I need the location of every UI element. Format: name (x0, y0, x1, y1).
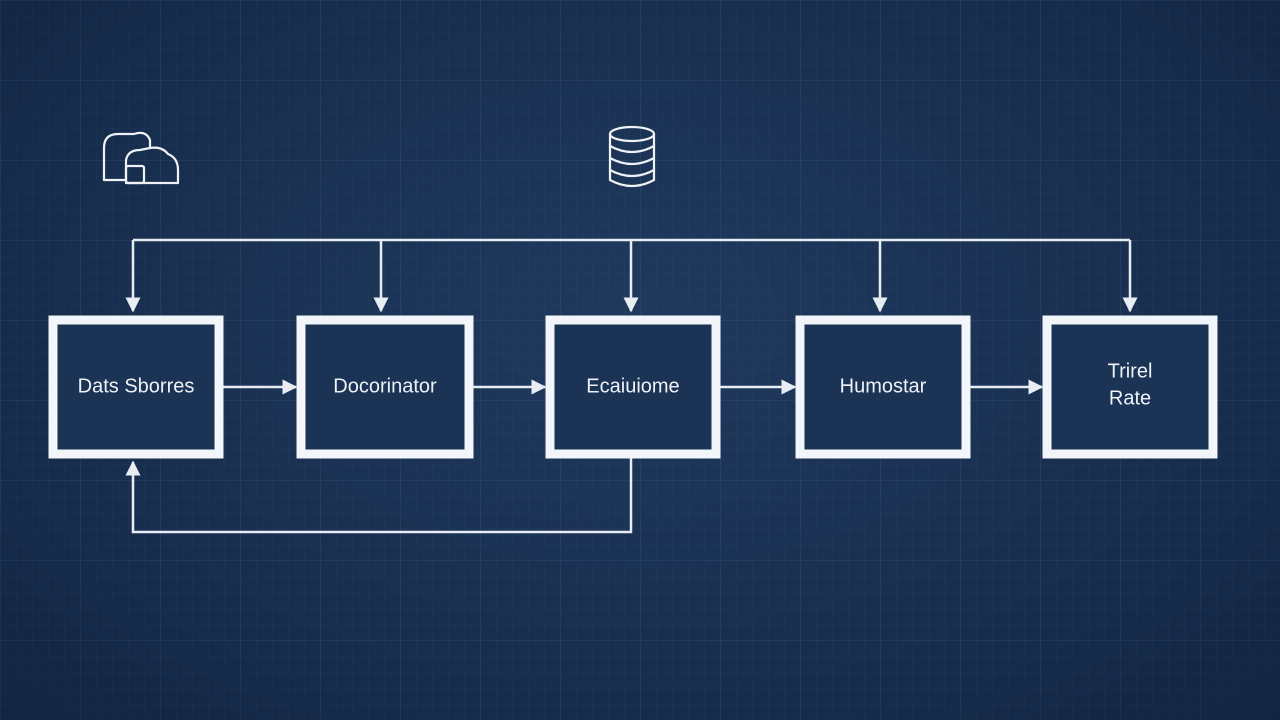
node-docorinator: Docorinator (296, 315, 474, 459)
node-ecaiuiome: Ecaiuiome (545, 315, 721, 459)
node-trirel-rate-label-line-2: Rate (1109, 387, 1151, 409)
node-trirel-rate-label-line-1: Trirel (1108, 360, 1153, 382)
database-icon (608, 125, 656, 188)
node-data-sources: Dats Sborres (48, 315, 224, 459)
node-data-sources-label: Dats Sborres (78, 375, 195, 397)
feedback-arrow-to-data-sources (125, 458, 633, 534)
node-ecaiuiome-label: Ecaiuiome (586, 375, 679, 397)
node-humostar-label: Humostar (840, 375, 927, 397)
connector-lines (125, 238, 1138, 534)
node-humostar: Humostar (795, 315, 971, 459)
node-trirel-rate: Trirel Rate (1042, 315, 1218, 459)
cloud-icon (102, 131, 180, 185)
node-docorinator-label: Docorinator (333, 375, 437, 397)
